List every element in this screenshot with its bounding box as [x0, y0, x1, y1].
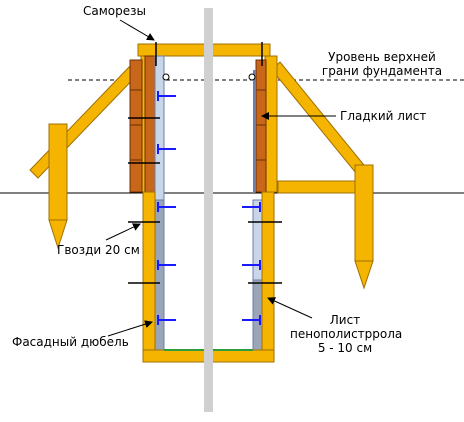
label-foundation-top-level: Уровень верхней грани фундамента [302, 50, 462, 78]
right-horizontal-brace [277, 180, 359, 194]
facade-dowel [157, 260, 176, 270]
leader-foam-sheet [267, 297, 313, 319]
facade-dowel [157, 315, 176, 325]
label-screws: Саморезы [83, 4, 146, 18]
facade-dowel [157, 202, 176, 212]
label-foundation-top-level-line2: грани фундамента [321, 64, 443, 78]
left-cleat [129, 59, 143, 193]
left-foam-sheet-lower [154, 199, 165, 353]
label-nails: Гвозди 20 см [57, 243, 140, 257]
right-timber-post [264, 55, 278, 193]
leader-facade-dowel [107, 320, 153, 337]
left-formwork-board [144, 55, 156, 193]
right-stake [354, 164, 374, 262]
facade-dowel [157, 144, 176, 154]
label-foam-sheet: Лист пенополистррола 5 - 10 см [290, 313, 403, 355]
right-lower-post [261, 191, 275, 361]
screw-head [248, 73, 256, 81]
label-foam-sheet-line3: 5 - 10 см [317, 341, 373, 355]
right-formwork-board [255, 59, 267, 193]
center-line [204, 8, 213, 412]
left-diagonal-brace [29, 63, 141, 179]
facade-dowel [157, 91, 176, 101]
screw-head [162, 73, 170, 81]
label-smooth-sheet: Гладкий лист [340, 109, 427, 123]
facade-dowel [242, 260, 261, 270]
left-stake-tip [48, 219, 68, 250]
label-facade-dowel: Фасадный дюбель [12, 335, 129, 349]
left-lower-post [142, 191, 156, 361]
label-foam-sheet-line1: Лист [329, 313, 361, 327]
leader-nails [105, 223, 141, 241]
facade-dowel [242, 202, 261, 212]
label-foam-sheet-line2: пенополистррола [290, 327, 403, 341]
right-stake-tip [354, 260, 374, 290]
facade-dowel [242, 315, 261, 325]
leader-screws [119, 19, 155, 41]
left-stake [48, 123, 68, 221]
smooth-sheet [253, 70, 256, 192]
label-foundation-top-level-line1: Уровень верхней [328, 50, 436, 64]
